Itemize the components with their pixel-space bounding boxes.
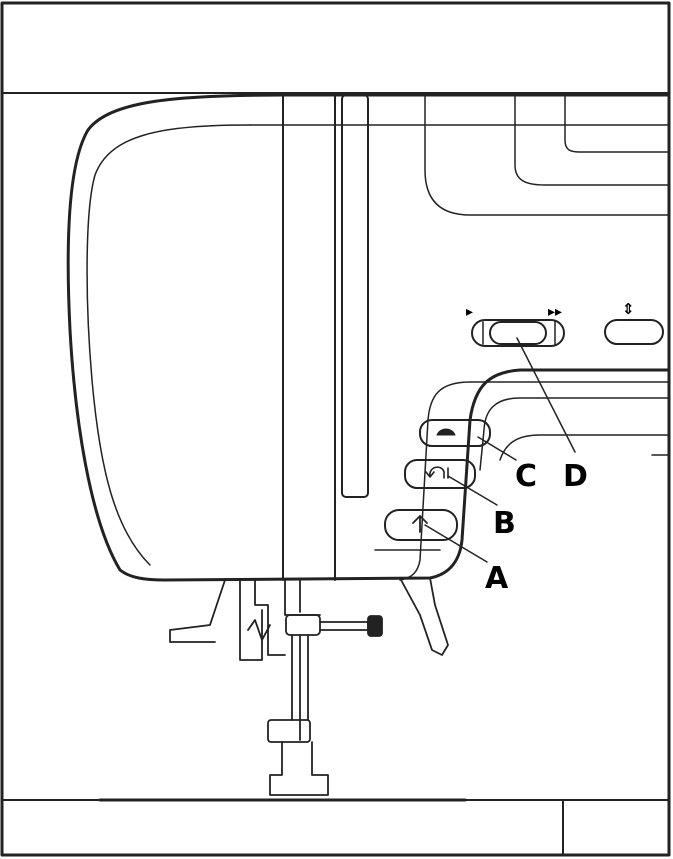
- needle-assembly: [98, 577, 467, 802]
- needle-position-icon: ⇕: [622, 300, 635, 318]
- speed-slider[interactable]: [471, 319, 565, 347]
- reverse-icon: [425, 466, 449, 479]
- machine-head: [66, 93, 671, 582]
- callout-d: D: [563, 459, 588, 494]
- callout-b: B: [493, 506, 516, 541]
- callout-c: C: [515, 459, 537, 494]
- reverse-button[interactable]: [404, 459, 476, 489]
- speed-slow-icon: ▸: [466, 304, 473, 320]
- callout-a: A: [485, 561, 509, 596]
- turtle-icon: [436, 428, 456, 436]
- slow-speed-button[interactable]: [419, 419, 491, 447]
- up-arrow-icon: [412, 515, 428, 533]
- needle-stop-up-button[interactable]: [384, 509, 458, 541]
- leader-lines: [424, 337, 576, 563]
- needle-position-button[interactable]: [604, 319, 664, 345]
- speed-fast-icon: ▸▸: [548, 304, 562, 320]
